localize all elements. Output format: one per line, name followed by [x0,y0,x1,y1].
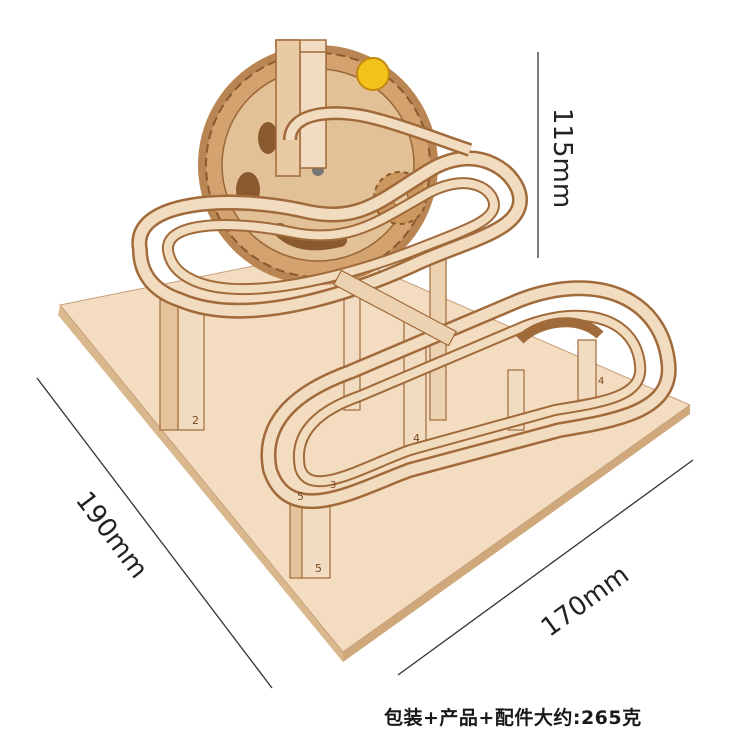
part-number-mid-track: 3 [330,480,336,491]
height-dimension-label: 115mm [547,108,577,208]
width-dimension-label: 170mm [536,560,635,643]
width-dimension-line [397,459,694,676]
upper-track [131,106,528,319]
lower-track [260,280,677,510]
depth-dimension-label: 190mm [69,486,153,584]
part-number-front-post-base: 5 [315,562,322,575]
part-number-front-post: 5 [297,490,304,503]
part-number-right-post: 4 [598,376,604,387]
cross-beam [333,269,457,347]
weight-caption: 包装+产品+配件大约:265克 [384,707,642,729]
base-board [58,249,692,662]
part-number-left-post: 2 [192,414,199,427]
part-number-mid-post: 4 [413,432,420,445]
marble-ball [356,57,390,91]
depth-dimension-line [36,377,273,689]
